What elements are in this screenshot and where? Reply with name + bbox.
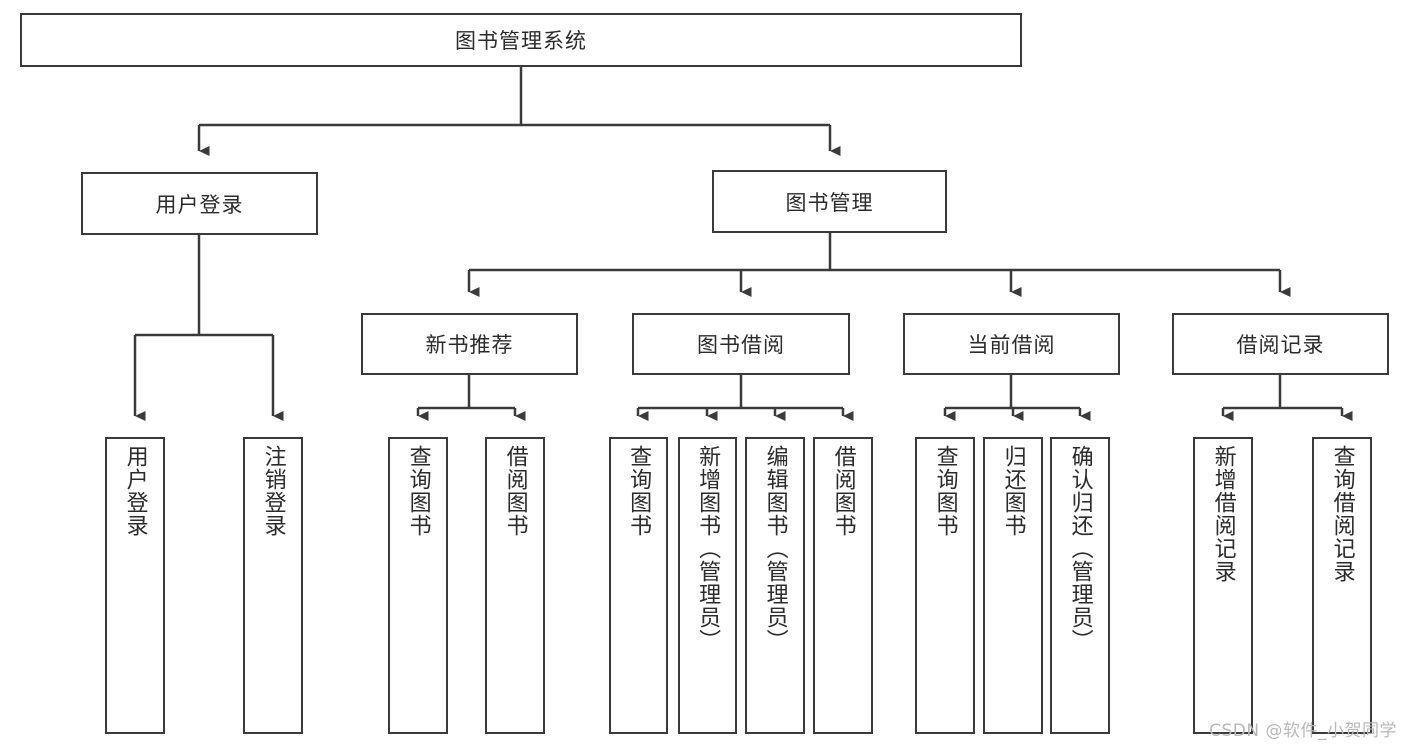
leaf-current-borrow-return[interactable]: 归还图书 xyxy=(983,437,1043,734)
node-user-login-label: 用户登录 xyxy=(155,192,244,217)
leaf-label: 新增图书（管理员） xyxy=(695,445,721,652)
leaf-label: 借阅图书 xyxy=(502,445,528,537)
node-user-login[interactable]: 用户登录 xyxy=(81,172,318,235)
leaf-user-login-signout[interactable]: 注销登录 xyxy=(243,437,303,734)
leaf-book-borrow-borrow[interactable]: 借阅图书 xyxy=(813,437,873,734)
watermark: CSDN @软件_小贺同学 xyxy=(1209,721,1397,741)
leaf-book-borrow-edit[interactable]: 编辑图书（管理员） xyxy=(745,437,805,734)
node-book-management[interactable]: 图书管理 xyxy=(712,170,947,233)
leaf-user-login-signin[interactable]: 用户登录 xyxy=(105,437,165,734)
node-root[interactable]: 图书管理系统 xyxy=(20,13,1022,67)
node-borrow-record-label: 借阅记录 xyxy=(1236,333,1325,357)
leaf-label: 查询图书 xyxy=(626,445,652,537)
node-current-borrow[interactable]: 当前借阅 xyxy=(903,313,1120,375)
node-current-borrow-label: 当前借阅 xyxy=(967,333,1056,357)
node-new-book-recommend[interactable]: 新书推荐 xyxy=(361,313,578,375)
leaf-label: 用户登录 xyxy=(122,445,148,537)
leaf-current-borrow-confirm[interactable]: 确认归还（管理员） xyxy=(1050,437,1110,734)
leaf-label: 归还图书 xyxy=(1000,445,1026,537)
leaf-label: 确认归还（管理员） xyxy=(1067,445,1093,652)
leaf-current-borrow-query[interactable]: 查询图书 xyxy=(915,437,975,734)
node-root-label: 图书管理系统 xyxy=(455,29,587,53)
leaf-borrow-record-add[interactable]: 新增借阅记录 xyxy=(1193,437,1253,734)
leaf-book-borrow-query[interactable]: 查询图书 xyxy=(609,437,668,734)
node-borrow-record[interactable]: 借阅记录 xyxy=(1172,313,1389,375)
node-book-borrow-label: 图书借阅 xyxy=(697,333,785,357)
node-book-management-label: 图书管理 xyxy=(785,190,874,215)
leaf-new-book-borrow[interactable]: 借阅图书 xyxy=(485,437,545,734)
node-book-borrow[interactable]: 图书借阅 xyxy=(632,313,850,375)
leaf-label: 查询图书 xyxy=(932,445,958,537)
leaf-label: 查询借阅记录 xyxy=(1329,445,1355,583)
leaf-borrow-record-query[interactable]: 查询借阅记录 xyxy=(1312,437,1372,734)
leaf-new-book-query[interactable]: 查询图书 xyxy=(388,437,448,734)
leaf-label: 借阅图书 xyxy=(830,445,856,537)
leaf-label: 编辑图书（管理员） xyxy=(762,445,788,652)
leaf-book-borrow-add[interactable]: 新增图书（管理员） xyxy=(678,437,737,734)
node-new-book-recommend-label: 新书推荐 xyxy=(425,333,514,357)
leaf-label: 注销登录 xyxy=(260,445,286,537)
leaf-label: 新增借阅记录 xyxy=(1210,445,1236,583)
leaf-label: 查询图书 xyxy=(405,445,431,537)
